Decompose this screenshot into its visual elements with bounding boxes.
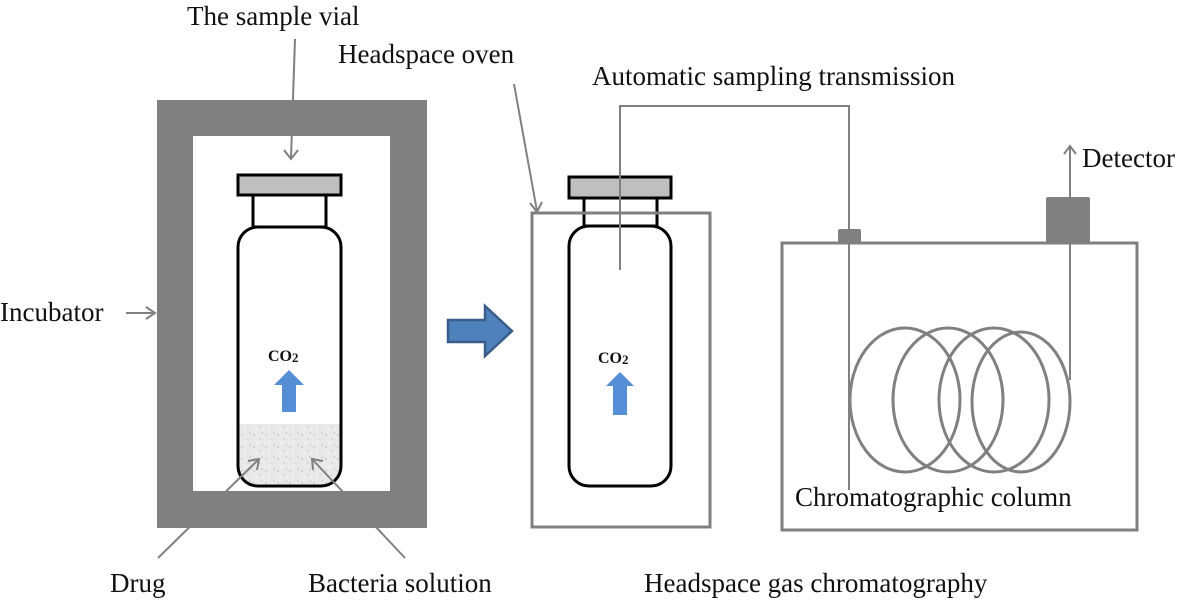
drug-label: Drug [110,568,166,598]
bacteria-solution-label: Bacteria solution [308,568,492,598]
co2-up-arrow-icon [274,370,304,412]
incubator-label: Incubator [0,297,103,327]
chromatographic-column-coil [848,326,1072,474]
detector-block [1046,197,1090,244]
co2-label: CO2 [268,348,299,365]
coil-loop [970,330,1072,474]
detector-label: Detector [1082,143,1175,173]
headspace-gc-label: Headspace gas chromatography [644,568,988,598]
detector-pointer [1063,144,1077,380]
sample-vial: CO2 [236,173,343,488]
vial-solution [239,424,340,484]
incubator-wall [157,100,427,528]
vial-neck [251,193,328,229]
coil-loop [937,326,1051,474]
drug-pointer [157,457,261,559]
vial-body [236,225,343,488]
process-arrow-icon [446,303,514,359]
incubator-pointer [126,306,157,320]
headspace-oven-label: Headspace oven [338,39,515,69]
bacteria-solution-pointer [310,457,406,559]
sample-vial-pointer [283,38,299,161]
vial-cap [236,173,343,197]
injector-port [838,229,861,244]
automatic-sampling-label: Automatic sampling transmission [592,61,955,91]
coil-loop [848,326,962,474]
headspace-oven-pointer [513,83,543,214]
sampling-transfer-line [619,105,850,490]
coil-loop [891,326,1005,474]
gc-oven [780,241,1139,532]
sample-vial-label: The sample vial [187,1,359,31]
incubator [157,100,427,528]
co2-up-arrow-icon [606,372,634,415]
chromatographic-column-label: Chromatographic column [795,482,1072,512]
co2-label: CO2 [598,350,629,367]
